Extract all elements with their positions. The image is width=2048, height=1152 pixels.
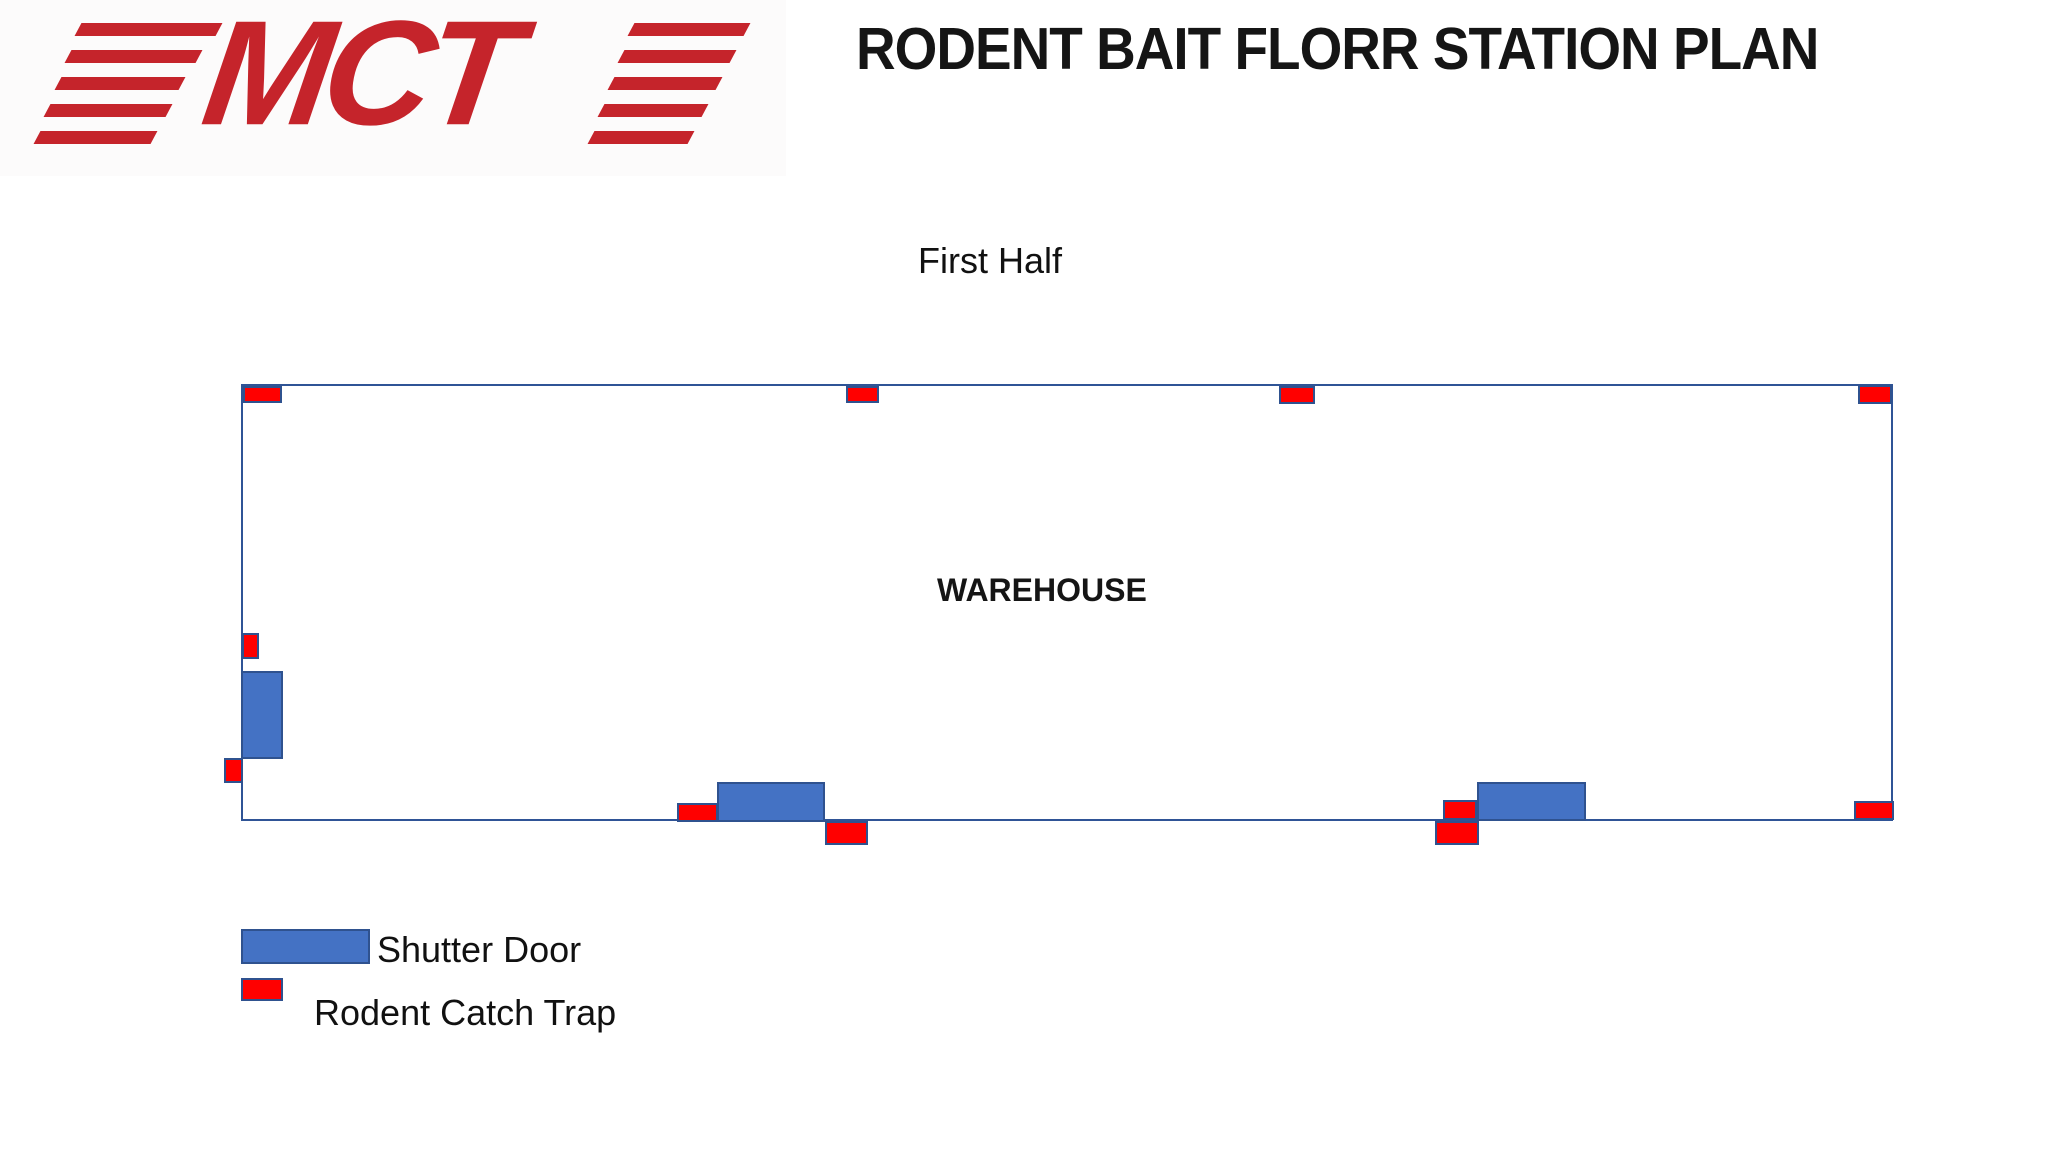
logo-stripe-icon (64, 50, 203, 63)
logo-stripe-icon (54, 77, 186, 90)
page-title: RODENT BAIT FLORR STATION PLAN (856, 15, 1819, 82)
mct-logo: MCT (0, 0, 790, 170)
logo-stripe-icon (617, 50, 737, 63)
rodent-catch-trap (1435, 821, 1479, 845)
logo-stripe-icon (597, 104, 709, 117)
logo-stripe-icon (74, 23, 223, 36)
logo-text: MCT (194, 0, 523, 157)
logo-stripe-icon (33, 131, 158, 144)
shutter-door (717, 782, 825, 822)
logo-stripe-icon (627, 23, 751, 36)
warehouse-outline (241, 384, 1893, 821)
legend-rodent-trap-label: Rodent Catch Trap (314, 992, 617, 1033)
legend-shutter-door-swatch (241, 929, 370, 964)
rodent-catch-trap (846, 386, 879, 403)
rodent-catch-trap (1854, 801, 1894, 820)
rodent-catch-trap (243, 386, 282, 403)
logo-stripe-icon (43, 104, 173, 117)
section-label: First Half (918, 240, 1062, 281)
rodent-catch-trap (825, 821, 868, 845)
rodent-catch-trap (677, 803, 718, 822)
logo-stripe-icon (587, 131, 695, 144)
shutter-door (1477, 782, 1586, 821)
legend-rodent-trap-swatch (241, 978, 283, 1001)
rodent-catch-trap (242, 633, 259, 659)
rodent-catch-trap (1858, 385, 1892, 404)
legend-shutter-door-label: Shutter Door (377, 929, 582, 970)
rodent-catch-trap (1279, 386, 1315, 404)
shutter-door (241, 671, 283, 759)
logo-stripe-icon (607, 77, 723, 90)
rodent-catch-trap (224, 758, 243, 783)
warehouse-plan: WAREHOUSE (224, 384, 1894, 845)
room-label: WAREHOUSE (937, 572, 1147, 608)
rodent-catch-trap (1443, 800, 1477, 820)
